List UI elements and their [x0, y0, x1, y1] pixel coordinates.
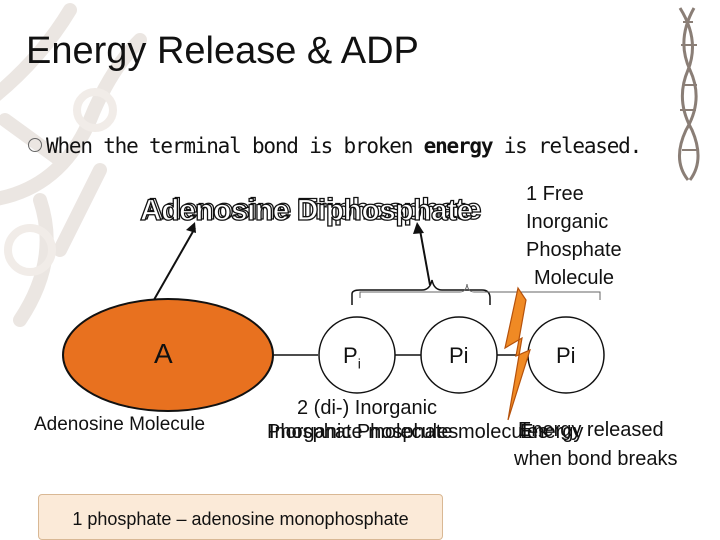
phosphate-circle-1 — [318, 316, 396, 394]
brace-triphosphate — [359, 283, 601, 300]
label-adenosine-triphosphate: Adenosine Triphosphate — [141, 192, 482, 226]
arrow-to-adenosine — [146, 227, 196, 313]
arrowhead-adenosine — [186, 222, 196, 233]
phosphate-label-3: Pi — [556, 343, 576, 368]
arrow-to-phosphates — [419, 229, 431, 286]
brace-diphosphate — [351, 279, 491, 305]
adenosine-molecule-caption: Adenosine Molecule — [34, 414, 206, 435]
energy-overlap-a: Energy released — [518, 419, 664, 441]
di-note-overlap-b: Inorganic Phosphate molecules — [269, 421, 549, 443]
phosphate-label-1: Pi — [343, 343, 361, 372]
di-phosphate-note: 2 (di-) Inorganic Phosphate molecules In… — [267, 397, 549, 443]
phosphate-circle-2 — [420, 316, 498, 394]
footer-note-box: 1 phosphate – adenosine monophosphate — [38, 494, 443, 540]
adenosine-letter: A — [154, 338, 173, 369]
dna-helix-icon — [678, 7, 700, 181]
free-phosphate-label: 1 Free Inorganic Phosphate Molecule — [526, 183, 622, 289]
page-title: Energy Release & ADP — [26, 30, 419, 72]
label-adenosine-diphosphate: Adenosine Diphosphate — [139, 193, 474, 227]
bullet-text: When the terminal bond is broken energy … — [28, 134, 642, 158]
phosphate-label-2: Pi — [449, 343, 469, 368]
emphasis-energy: energy — [423, 134, 494, 158]
energy-overlap-b: Energy — [520, 421, 584, 443]
bullet-ring-icon — [28, 138, 42, 152]
di-note-overlap-a: Phosphate molecules — [267, 421, 459, 443]
lightning-bolt-icon — [504, 286, 531, 421]
arrowhead-phosphates — [413, 222, 424, 234]
energy-note-line2: when bond breaks — [514, 448, 678, 470]
